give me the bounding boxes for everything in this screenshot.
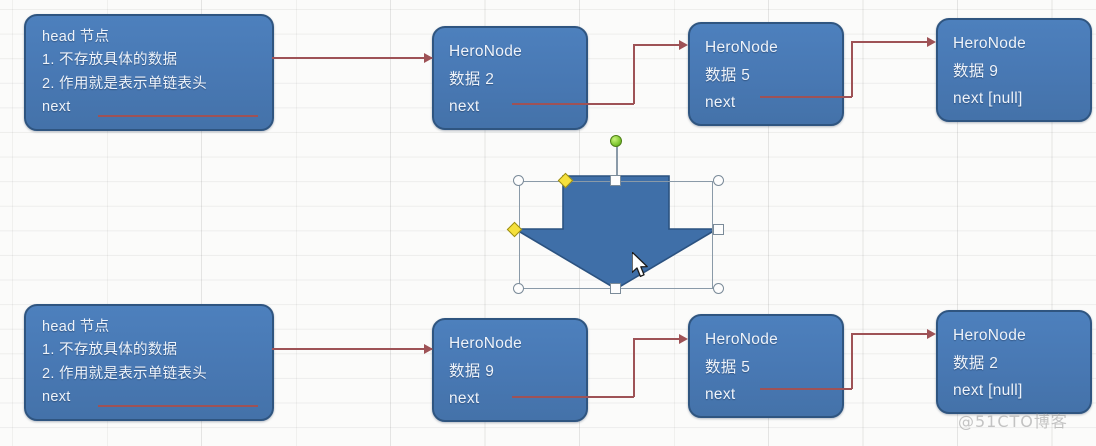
resize-handle-bottom-left[interactable] xyxy=(513,283,524,294)
arrowhead-bottom-1 xyxy=(424,344,433,354)
resize-handle-bottom-center[interactable] xyxy=(610,283,621,294)
head-node-top-next-stub xyxy=(98,115,258,117)
hero-node-bottom-1-data: 数据 9 xyxy=(449,362,495,380)
connector-bottom-head-to-1 xyxy=(272,348,432,350)
connector-top-2-to-3-seg3 xyxy=(851,41,929,43)
hero-node-top-1-type: HeroNode xyxy=(449,43,523,60)
hero-node-top-2[interactable]: HeroNode 数据 5 next xyxy=(688,22,844,126)
hero-node-top-1-data: 数据 2 xyxy=(449,70,495,88)
hero-node-top-3-data: 数据 9 xyxy=(953,62,999,80)
hero-node-top-3[interactable]: HeroNode 数据 9 next [null] xyxy=(936,18,1092,122)
hero-node-top-1[interactable]: HeroNode 数据 2 next xyxy=(432,26,588,130)
connector-bottom-1-to-2-seg1 xyxy=(512,396,634,398)
rotate-stem xyxy=(616,146,618,180)
head-node-top-line1: 1. 不存放具体的数据 xyxy=(42,52,178,69)
hero-node-bottom-1-next: next xyxy=(449,390,480,408)
head-node-bottom-next: next xyxy=(42,388,71,405)
selection-bounding-box xyxy=(519,181,713,289)
resize-handle-top-center[interactable] xyxy=(610,175,621,186)
resize-handle-top-left[interactable] xyxy=(513,175,524,186)
hero-node-bottom-3-type: HeroNode xyxy=(953,327,1027,344)
watermark-label: @51CTO博客 xyxy=(958,412,1068,431)
connector-top-1-to-2-seg1 xyxy=(512,103,634,105)
head-node-bottom-title: head 节点 xyxy=(42,319,110,335)
hero-node-bottom-3-data: 数据 2 xyxy=(953,354,999,372)
connector-top-2-to-3-seg1 xyxy=(760,96,852,98)
hero-node-bottom-2-data: 数据 5 xyxy=(705,358,751,376)
head-node-bottom-next-stub xyxy=(98,405,258,407)
resize-handle-top-right[interactable] xyxy=(713,175,724,186)
rotate-handle-icon[interactable] xyxy=(610,135,622,147)
hero-node-bottom-3[interactable]: HeroNode 数据 2 next [null] xyxy=(936,310,1092,414)
mouse-cursor-icon xyxy=(631,251,652,285)
connector-top-2-to-3-seg2 xyxy=(851,41,853,97)
arrowhead-top-2 xyxy=(679,40,688,50)
down-arrow-glyph[interactable] xyxy=(512,175,720,290)
hero-node-top-1-next: next xyxy=(449,98,480,116)
connector-top-head-to-1 xyxy=(272,57,432,59)
head-node-top-next: next xyxy=(42,98,71,115)
arrowhead-top-3 xyxy=(927,37,936,47)
hero-node-top-3-next: next [null] xyxy=(953,90,1023,108)
hero-node-bottom-3-next: next [null] xyxy=(953,382,1023,400)
resize-handle-middle-right[interactable] xyxy=(713,224,724,235)
head-node-top-line2: 2. 作用就是表示单链表头 xyxy=(42,75,208,92)
hero-node-top-2-type: HeroNode xyxy=(705,39,779,56)
hero-node-bottom-1-type: HeroNode xyxy=(449,335,523,352)
hero-node-bottom-1[interactable]: HeroNode 数据 9 next xyxy=(432,318,588,422)
head-node-bottom-line2: 2. 作用就是表示单链表头 xyxy=(42,365,208,382)
arrowhead-top-1 xyxy=(424,53,433,63)
down-arrow-shape[interactable] xyxy=(512,175,720,290)
connector-bottom-2-to-3-seg2 xyxy=(851,333,853,389)
hero-node-bottom-2-type: HeroNode xyxy=(705,331,779,348)
hero-node-top-2-next: next xyxy=(705,94,736,112)
head-node-top-title: head 节点 xyxy=(42,29,110,45)
head-node-bottom-line1: 1. 不存放具体的数据 xyxy=(42,342,178,359)
connector-top-1-to-2-seg3 xyxy=(633,44,681,46)
hero-node-bottom-2-next: next xyxy=(705,386,736,404)
connector-bottom-1-to-2-seg3 xyxy=(633,338,681,340)
hero-node-top-3-type: HeroNode xyxy=(953,35,1027,52)
head-node-bottom[interactable]: head 节点 1. 不存放具体的数据 2. 作用就是表示单链表头 next xyxy=(24,304,274,421)
arrowhead-bottom-2 xyxy=(679,334,688,344)
connector-bottom-2-to-3-seg3 xyxy=(851,333,929,335)
connector-top-1-to-2-seg2 xyxy=(633,44,635,104)
hero-node-bottom-2[interactable]: HeroNode 数据 5 next xyxy=(688,314,844,418)
resize-handle-bottom-right[interactable] xyxy=(713,283,724,294)
connector-bottom-1-to-2-seg2 xyxy=(633,338,635,397)
hero-node-top-2-data: 数据 5 xyxy=(705,66,751,84)
head-node-top[interactable]: head 节点 1. 不存放具体的数据 2. 作用就是表示单链表头 next xyxy=(24,14,274,131)
connector-bottom-2-to-3-seg1 xyxy=(760,388,852,390)
arrowhead-bottom-3 xyxy=(927,329,936,339)
